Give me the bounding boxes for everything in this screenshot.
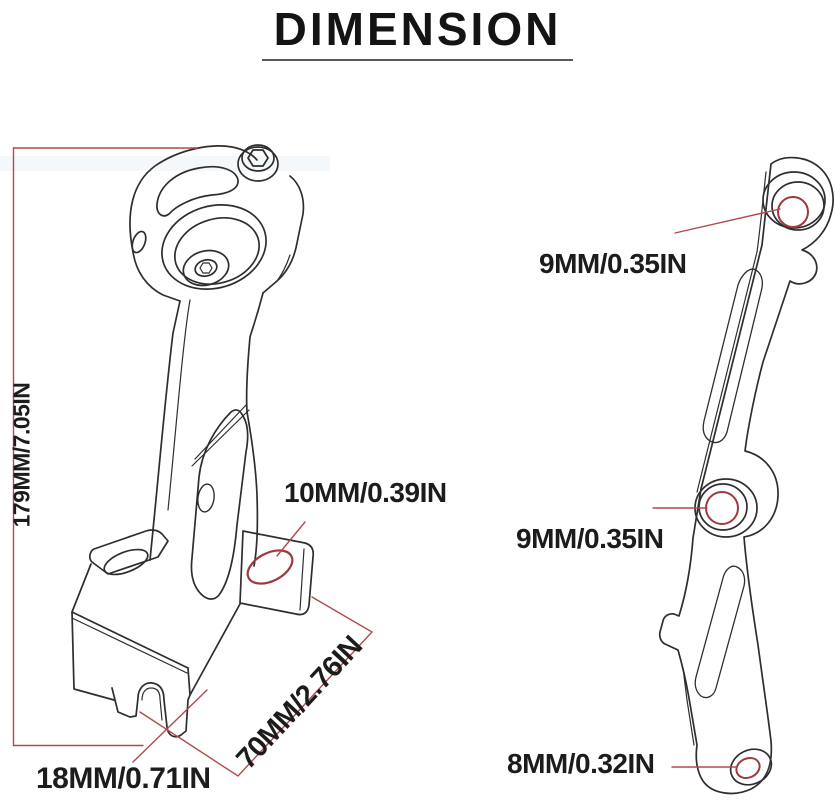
dimension-base-length [139,596,374,777]
arm-top-boss [762,171,826,231]
wing-slot-hole [103,548,149,576]
arm-middle-hole-highlight [705,491,739,525]
label-overall-height: 179MM/7.05IN [8,382,35,528]
label-arm-middle-hole: 9MM/0.35IN [516,523,664,554]
label-slot-width: 18MM/0.71IN [36,762,211,795]
arm-bottom-boss [729,748,773,786]
title-underline [262,59,573,61]
base-tab [239,530,315,616]
leader-arm-top-hole [674,208,781,234]
label-arm-top-hole: 9MM/0.35IN [539,248,687,279]
hex-bolt [237,144,279,182]
arm-inner-hole [197,483,215,513]
page-title: DIMENSION [273,3,562,55]
arm-outline [658,156,834,795]
label-arm-bottom-hole: 8MM/0.32IN [507,748,655,779]
scan-artifact-band [0,156,330,171]
arm-top-hole-highlight [777,196,809,228]
label-tab-hole: 10MM/0.39IN [284,477,447,508]
clip-foot [111,682,191,738]
title-block: DIMENSION [0,0,835,56]
lower-pocket [694,565,746,699]
leader-tab-hole [276,521,306,557]
leader-slot-width [132,689,208,763]
front-boss-screw [182,249,230,287]
upper-pocket [702,268,763,444]
tab-hole-highlight [246,549,294,585]
support-arm [149,292,264,600]
base-assembly [71,529,315,738]
arm-bottom-hole-highlight [735,757,761,779]
clamp-bracket-drawing [71,144,315,738]
base-left-wing [88,529,169,575]
height-dimension-bracket [12,147,198,747]
